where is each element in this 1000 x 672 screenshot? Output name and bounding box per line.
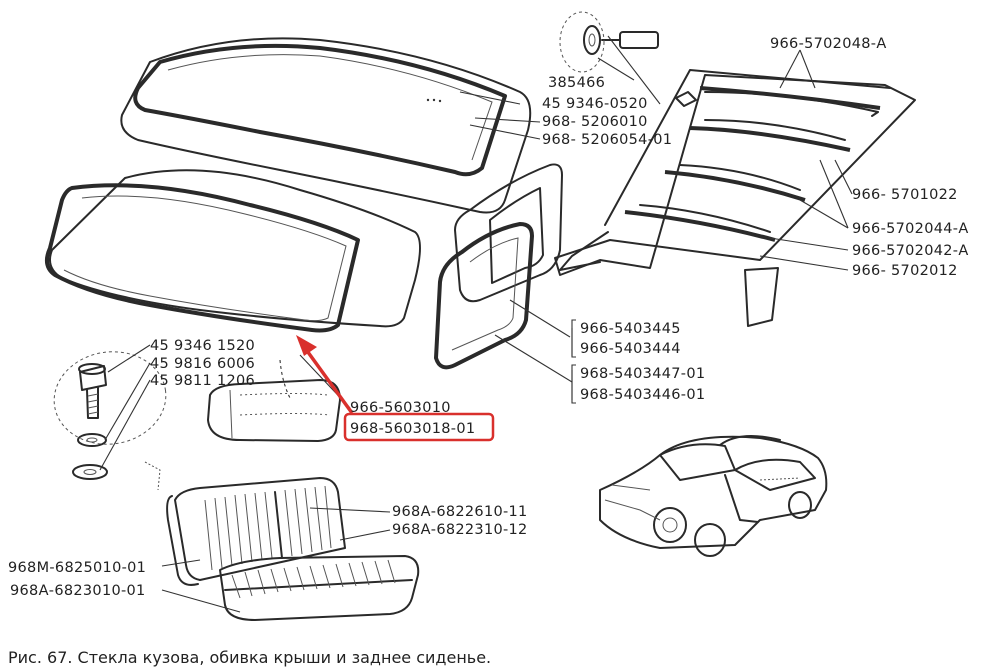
label-brackets <box>571 319 576 404</box>
trim-piece <box>207 379 341 442</box>
label-45-9346-1520: 45 9346 1520 <box>150 338 255 354</box>
highlight-callout <box>296 335 495 442</box>
label-966-5702012: 966- 5702012 <box>852 263 958 279</box>
label-968a-6822610-11: 968А-6822610-11 <box>392 504 528 520</box>
highlight-box <box>343 412 495 442</box>
label-968-5403446-01: 968-5403446-01 <box>580 387 705 403</box>
label-45-9346-0520: 45 9346-0520 <box>542 96 648 112</box>
rear-seat-assembly <box>166 477 420 621</box>
windshield-assembly <box>44 37 532 333</box>
label-966-5603010: 966-5603010 <box>350 400 451 416</box>
label-968-5403447-01: 968-5403447-01 <box>580 366 705 382</box>
label-968a-6822310-12: 968А-6822310-12 <box>392 522 528 538</box>
label-966-5403444: 966-5403444 <box>580 341 681 357</box>
label-966-5702042-a: 966-5702042-А <box>852 243 969 259</box>
label-968-5206010: 968- 5206010 <box>542 114 648 130</box>
label-966-5702044-a: 966-5702044-А <box>852 221 969 237</box>
highlight-arrowhead <box>296 335 317 356</box>
figure-caption: Рис. 67. Стекла кузова, обивка крыши и з… <box>8 648 491 667</box>
label-45-9811-1206: 45 9811 1206 <box>150 373 255 389</box>
side-window-assembly <box>434 163 563 370</box>
roof-lining-assembly <box>554 11 916 327</box>
label-968-5603018-01: 968-5603018-01 <box>350 421 475 437</box>
fastener-group <box>53 351 167 491</box>
label-45-9816-6006: 45 9816 6006 <box>150 356 255 372</box>
highlight-arrow <box>303 346 354 415</box>
label-968m-6825010-01: 968М-6825010-01 <box>8 560 146 576</box>
car-illustration <box>599 435 828 557</box>
label-968-5206054-01: 968- 5206054-01 <box>542 132 672 148</box>
label-385466: 385466 <box>548 75 605 91</box>
label-966-5701022: 966- 5701022 <box>852 187 958 203</box>
label-966-5403445: 966-5403445 <box>580 321 681 337</box>
label-966-5702048-a: 966-5702048-А <box>770 36 887 52</box>
label-968a-6823010-01: 968А-6823010-01 <box>10 583 146 599</box>
part-labels: 385466 45 9346-0520 968- 5206010 968- 52… <box>8 36 969 599</box>
